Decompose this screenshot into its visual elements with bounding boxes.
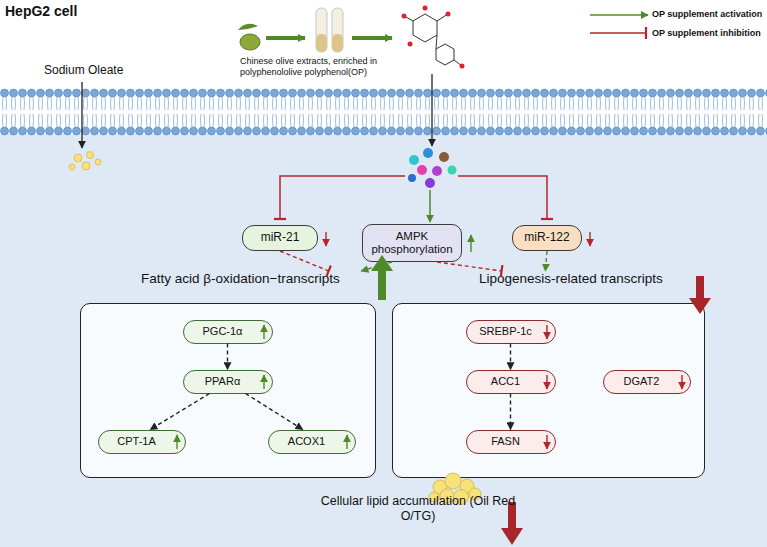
node-text: miR-21	[261, 231, 300, 245]
node-text: miR-122	[524, 231, 569, 245]
gene-pill: PGC-1α	[183, 320, 273, 344]
uptake-arrow	[81, 82, 82, 148]
big-down-arrow	[501, 502, 523, 545]
droplet	[74, 154, 82, 162]
polyphenol-cluster	[408, 148, 457, 188]
process-arrow	[266, 36, 305, 40]
compound-dot	[409, 155, 419, 165]
inhibition-connector	[280, 251, 329, 271]
lipid-bilayer	[0, 88, 767, 136]
legend-sample-inhibition	[590, 32, 646, 34]
droplet	[433, 480, 447, 494]
benzene-ring	[436, 44, 454, 65]
compound-dot	[425, 178, 435, 188]
oxygen-atom	[460, 64, 465, 69]
node-text: ACC1	[491, 375, 520, 388]
droplet	[82, 162, 90, 170]
annotation-label: Sodium Oleate	[44, 63, 154, 77]
compound-dot	[432, 166, 442, 176]
compound-dot	[439, 152, 449, 162]
process-arrow	[352, 36, 392, 40]
activation-connector	[361, 262, 392, 271]
pathway-panel: Fatty acid β-oxidation−transcriptsPGC-1α…	[80, 303, 376, 478]
legend-text: OP supplement activation	[652, 9, 762, 19]
olive-illustration	[238, 24, 260, 50]
bond	[404, 14, 462, 66]
compound-dot	[408, 174, 416, 182]
activation-connector	[545, 251, 547, 271]
oxygen-atom	[423, 6, 428, 11]
compound-dot	[417, 165, 427, 175]
node-text: PGC-1α	[203, 325, 243, 338]
cell-interior	[0, 134, 767, 547]
oxygen-atom	[446, 12, 451, 17]
panel-heading: Fatty acid β-oxidation−transcripts	[141, 271, 340, 286]
tube	[316, 8, 327, 52]
gene-pill: FASN	[466, 430, 556, 454]
oxygen-atom	[402, 14, 407, 19]
legend-sample-activation	[590, 14, 648, 16]
uptake-arrow	[431, 74, 432, 146]
node-text: AMPK phosphorylation	[365, 230, 459, 256]
droplet	[460, 479, 474, 493]
kinase-box: AMPK phosphorylation	[362, 224, 462, 262]
up-arrow	[470, 235, 471, 252]
inhibition-line	[458, 176, 547, 219]
down-arrow	[325, 232, 326, 246]
droplet	[95, 159, 101, 165]
legend-entry: OP supplement activation	[652, 9, 762, 19]
gene-pill: ACC1	[466, 370, 556, 394]
oxygen-atom	[408, 42, 413, 47]
compound-dot	[423, 148, 433, 158]
olive-fruit	[240, 34, 260, 50]
legend-entry: OP supplement inhibition	[652, 28, 761, 38]
node-text: ACOX1	[288, 435, 325, 448]
mirna-box: miR-122	[512, 225, 582, 251]
node-text: CPT-1A	[117, 435, 156, 448]
node-text: FASN	[491, 435, 520, 448]
inhibition-line	[280, 176, 405, 219]
node-text: PPARα	[205, 375, 241, 388]
node-text: DGAT2	[624, 375, 660, 388]
tube-extract	[332, 34, 343, 52]
extract-tubes	[316, 8, 343, 52]
gene-pill: PPARα	[183, 370, 273, 394]
diagram-title: HepG2 cell	[5, 3, 77, 19]
droplet	[69, 164, 75, 170]
activation-arrow	[429, 190, 431, 222]
annotation-label: Cellular lipid accumulation (Oil Red O/T…	[318, 494, 518, 524]
droplet	[87, 152, 94, 159]
polyphenol-molecule	[402, 6, 465, 69]
inhibition-connector	[437, 262, 502, 271]
annotation-label: Chinese olive extracts, enriched in poly…	[240, 56, 405, 78]
compound-dot	[448, 166, 457, 175]
benzene-ring	[413, 14, 437, 42]
mirna-box: miR-21	[242, 225, 318, 251]
gene-pill: SREBP-1c	[466, 320, 556, 344]
gene-pill: CPT-1A	[98, 430, 186, 454]
pathway-panel: Lipogenesis-related transcriptsSREBP-1cA…	[392, 303, 705, 478]
tube	[332, 8, 343, 52]
legend-text: OP supplement inhibition	[652, 28, 761, 38]
down-arrow	[589, 232, 590, 246]
oleate-droplets	[69, 152, 101, 171]
node-text: SREBP-1c	[479, 325, 532, 338]
gene-pill: DGAT2	[603, 370, 691, 394]
tube-extract	[316, 34, 327, 52]
panel-heading: Lipogenesis-related transcripts	[479, 271, 663, 286]
olive-leaf	[238, 24, 258, 30]
gene-pill: ACOX1	[268, 430, 356, 454]
